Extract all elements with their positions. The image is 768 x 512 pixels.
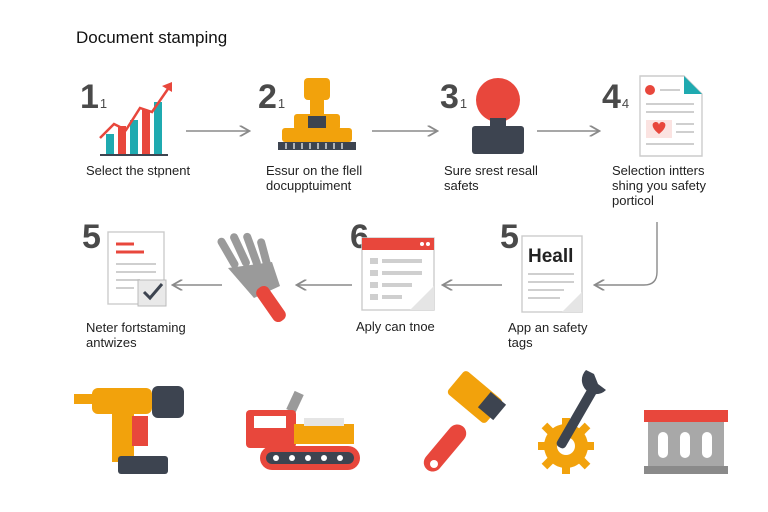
step-2-number: 21 xyxy=(258,78,286,116)
step-4-number: 44 xyxy=(602,78,630,116)
page-title: Document stamping xyxy=(76,28,228,47)
step-4-caption: Selection intters shing you safety porti… xyxy=(612,163,706,208)
step-6-caption: Aply can tnoe xyxy=(356,319,435,334)
step-5b-caption: App an safety tags xyxy=(508,320,588,350)
bulldozer-icon xyxy=(246,390,360,470)
checked-document-icon xyxy=(107,231,167,307)
building-icon xyxy=(644,410,728,474)
step-1-caption: Select the stpnent xyxy=(86,163,191,178)
step-2-caption: Essur on the flell docupptuiment xyxy=(266,163,363,193)
step-5-caption: Neter fortstaming antwizes xyxy=(86,320,186,350)
form-window-icon xyxy=(361,237,435,311)
step-5-number: 5 xyxy=(82,218,101,256)
arrow-4-5b xyxy=(596,222,658,285)
step-3-number: 31 xyxy=(440,78,468,116)
hammer-icon xyxy=(423,371,507,472)
step-1-number: 11 xyxy=(80,78,108,116)
glove-tool-icon xyxy=(217,232,286,323)
safety-tag-document-icon: Heall xyxy=(521,235,583,313)
drill-icon xyxy=(74,386,184,474)
document-heart-icon xyxy=(639,75,703,157)
rubber-stamp-icon xyxy=(472,78,524,154)
step-3-caption: Sure srest resall safets xyxy=(444,163,538,193)
chart-growth-icon xyxy=(99,82,172,156)
step-5b-number: 5 xyxy=(500,218,519,256)
stamp-icon xyxy=(278,78,356,150)
wrench-gear-icon xyxy=(538,370,606,474)
doc-heading-text: Heall xyxy=(528,246,573,267)
